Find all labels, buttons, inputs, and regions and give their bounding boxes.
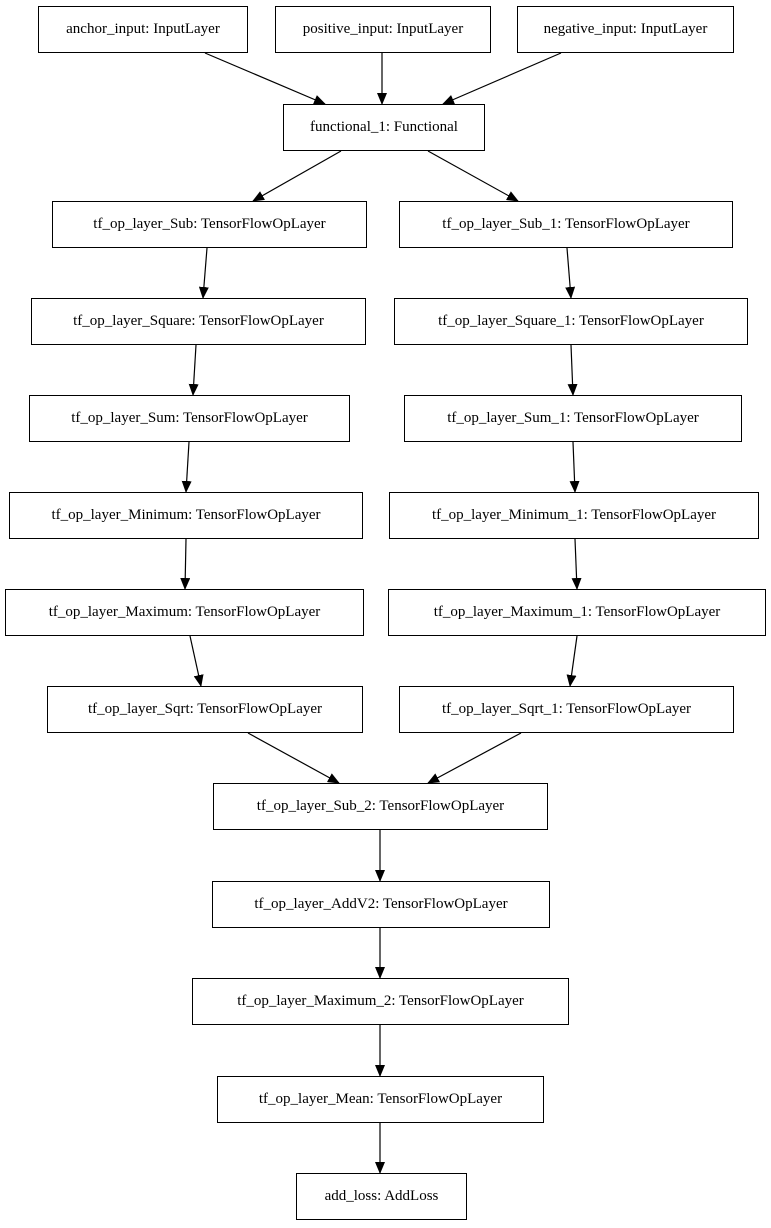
edge-maximum-to-sqrt (189, 635, 204, 687)
node-sqrt-1: tf_op_layer_Sqrt_1: TensorFlowOpLayer (399, 686, 734, 733)
node-sum: tf_op_layer_Sum: TensorFlowOpLayer (29, 395, 350, 442)
edge-minimum-1-to-maximum-1 (571, 538, 582, 590)
edge-sqrt-to-sub-2 (247, 732, 340, 784)
edge-sum-to-minimum (181, 441, 192, 493)
edge-square-1-to-sum-1 (567, 344, 578, 396)
node-positive-input: positive_input: InputLayer (275, 6, 491, 53)
edge-anchor-input-to-functional-1 (204, 52, 326, 105)
node-minimum: tf_op_layer_Minimum: TensorFlowOpLayer (9, 492, 363, 539)
edge-square-to-sum (188, 344, 199, 396)
node-maximum-1: tf_op_layer_Maximum_1: TensorFlowOpLayer (388, 589, 766, 636)
edge-sqrt-1-to-sub-2 (427, 732, 522, 784)
edge-functional-1-to-sub-1 (427, 150, 519, 202)
node-minimum-1: tf_op_layer_Minimum_1: TensorFlowOpLayer (389, 492, 759, 539)
node-sqrt: tf_op_layer_Sqrt: TensorFlowOpLayer (47, 686, 363, 733)
node-sum-1: tf_op_layer_Sum_1: TensorFlowOpLayer (404, 395, 742, 442)
edge-functional-1-to-sub (252, 150, 342, 202)
node-addv2: tf_op_layer_AddV2: TensorFlowOpLayer (212, 881, 550, 928)
node-add-loss: add_loss: AddLoss (296, 1173, 467, 1220)
edge-negative-input-to-functional-1 (442, 52, 562, 105)
node-sub: tf_op_layer_Sub: TensorFlowOpLayer (52, 201, 367, 248)
node-square: tf_op_layer_Square: TensorFlowOpLayer (31, 298, 366, 345)
node-maximum: tf_op_layer_Maximum: TensorFlowOpLayer (5, 589, 364, 636)
edge-sub-1-to-square-1 (565, 247, 576, 299)
node-anchor-input: anchor_input: InputLayer (38, 6, 248, 53)
edge-sum-1-to-minimum-1 (569, 441, 580, 493)
node-sub-1: tf_op_layer_Sub_1: TensorFlowOpLayer (399, 201, 733, 248)
node-sub-2: tf_op_layer_Sub_2: TensorFlowOpLayer (213, 783, 548, 830)
node-maximum-2: tf_op_layer_Maximum_2: TensorFlowOpLayer (192, 978, 569, 1025)
node-negative-input: negative_input: InputLayer (517, 6, 734, 53)
edge-maximum-1-to-sqrt-1 (566, 635, 578, 687)
node-functional-1: functional_1: Functional (283, 104, 485, 151)
edge-minimum-to-maximum (180, 538, 191, 590)
node-mean: tf_op_layer_Mean: TensorFlowOpLayer (217, 1076, 544, 1123)
node-square-1: tf_op_layer_Square_1: TensorFlowOpLayer (394, 298, 748, 345)
edge-sub-to-square (198, 247, 209, 299)
